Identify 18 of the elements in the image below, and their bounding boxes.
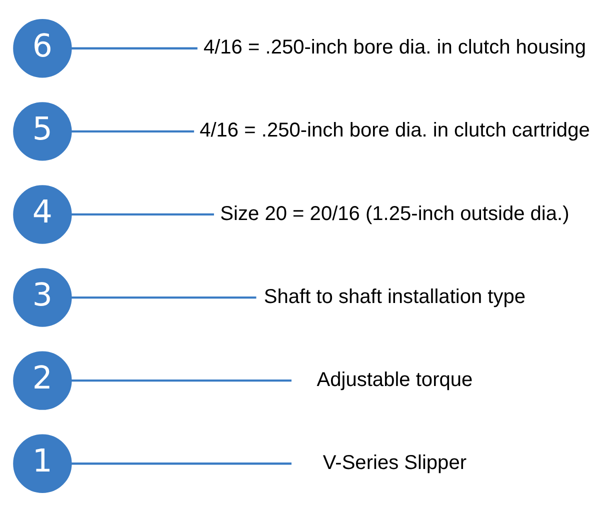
node-circle: 5 (13, 102, 72, 160)
connector (71, 130, 194, 132)
connector (71, 46, 198, 49)
connector (71, 296, 256, 298)
node-circle: 6 (13, 18, 72, 78)
node-text: 4/16 = .250-inch bore dia. in clutch housing (203, 36, 586, 58)
node-text: Adjustable torque (316, 368, 473, 390)
node-text: Shaft to shaft installation type (264, 285, 526, 308)
connector (71, 212, 214, 216)
node-text: Size 20 = 20/16 (1.25-inch outside dia.) (220, 202, 570, 224)
node-circle: 4 (13, 184, 72, 244)
node-text: V-Series Slipper (322, 451, 467, 474)
node-circle: 2 (13, 350, 72, 410)
node-circle: 3 (13, 268, 72, 326)
node-text: 4/16 = .250-inch bore dia. in clutch cartridge (200, 119, 590, 142)
node-circle: 1 (13, 434, 72, 492)
connector (71, 379, 292, 382)
connector (71, 462, 292, 464)
